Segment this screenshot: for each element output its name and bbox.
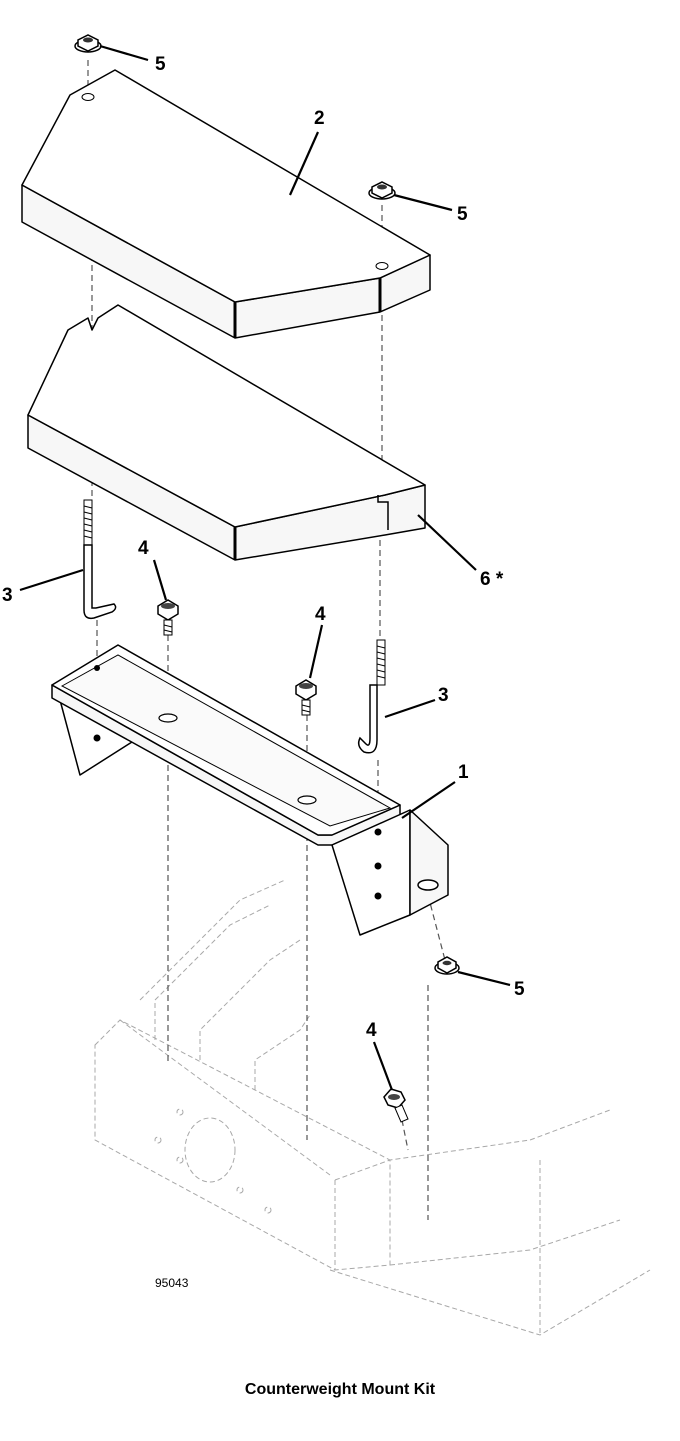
leader-lines — [19, 44, 511, 1091]
callout-5-bracket: 5 — [514, 979, 525, 1000]
counterweight-lower — [27, 304, 426, 561]
drawing-number: 95043 — [155, 1276, 189, 1290]
j-bolt-left — [83, 499, 117, 620]
callout-4-upper-right: 4 — [315, 604, 326, 625]
mount-bracket — [51, 644, 449, 936]
callout-4-lower: 4 — [366, 1020, 377, 1041]
capscrew-upper-right — [295, 679, 317, 716]
flange-nut-bracket — [434, 956, 460, 975]
flange-nut-top-left — [74, 34, 102, 53]
j-bolt-right — [357, 639, 386, 754]
callout-6: 6 * — [480, 569, 504, 590]
flange-nut-top-right — [368, 181, 396, 200]
callout-1: 1 — [458, 762, 469, 783]
callout-4-upper-left: 4 — [138, 538, 149, 559]
callout-5-top-right: 5 — [457, 204, 468, 225]
capscrew-lower — [383, 1088, 409, 1123]
tractor-frame-phantom — [94, 879, 651, 1336]
callout-3-left: 3 — [2, 585, 13, 606]
callout-5-top-left: 5 — [155, 54, 166, 75]
callout-3-right: 3 — [438, 685, 449, 706]
callout-labels: 5 2 5 6 * 3 4 4 3 1 5 4 95043 — [2, 54, 525, 1290]
capscrew-upper-left — [157, 599, 179, 636]
callout-2: 2 — [314, 108, 325, 129]
counterweight-upper — [21, 69, 431, 339]
diagram-caption: Counterweight Mount Kit — [244, 1381, 436, 1398]
